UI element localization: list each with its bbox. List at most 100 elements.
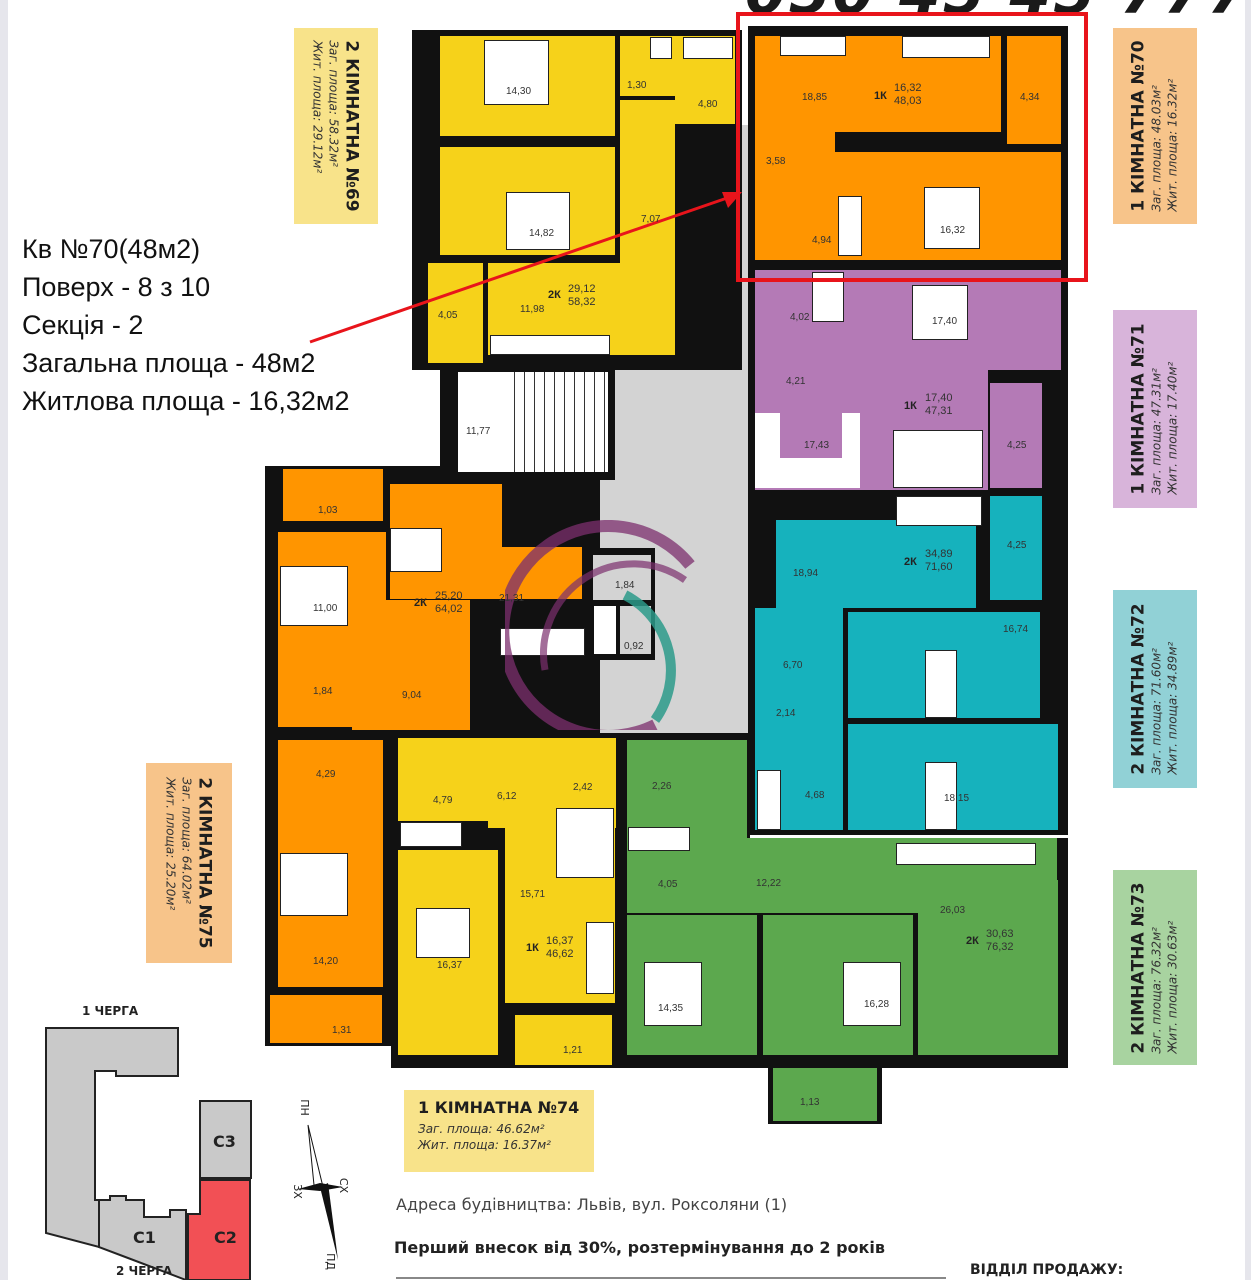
section-c3 xyxy=(199,1100,252,1179)
card-living-area: Жит. площа: 30.63м² xyxy=(1166,920,1180,1054)
card-apartment-69[interactable]: 2 КІМНАТНА №69 Заг. площа: 58.32м² Жит. … xyxy=(294,28,378,224)
card-total-area: Заг. площа: 58.32м² xyxy=(327,40,341,167)
apartment-type: 2К xyxy=(904,556,917,568)
card-apartment-70[interactable]: 1 КІМНАТНА №70 Заг. площа: 48.03м² Жит. … xyxy=(1113,28,1197,224)
card-title: 1 КІМНАТНА №71 xyxy=(1129,323,1149,495)
room-area: 11,00 xyxy=(313,603,338,614)
card-living-area: Жит. площа: 34.89м² xyxy=(1166,641,1180,775)
room-area: 1,84 xyxy=(313,686,333,697)
site-plan-map xyxy=(45,1027,252,1280)
card-apartment-75[interactable]: 2 КІМНАТНА №75 Заг. площа: 64.02м² Жит. … xyxy=(146,763,232,963)
card-apartment-74[interactable]: 1 КІМНАТНА №74 Заг. площа: 46.62м² Жит. … xyxy=(404,1090,594,1172)
card-total-area: Заг. площа: 46.62м² xyxy=(418,1122,545,1136)
info-line: Житлова площа - 16,32м2 xyxy=(22,386,350,416)
card-title: 2 КІМНАТНА №72 xyxy=(1129,603,1149,775)
room-area: 1,13 xyxy=(800,1097,820,1108)
section-label-c1[interactable]: C1 xyxy=(133,1228,156,1247)
section-label-c3[interactable]: C3 xyxy=(213,1132,236,1151)
room-area: 7,07 xyxy=(641,214,661,225)
room-area: 16,28 xyxy=(864,999,890,1010)
logo-watermark-icon xyxy=(505,520,695,730)
room-area: 6,70 xyxy=(783,660,803,671)
room-area: 1,03 xyxy=(318,505,338,516)
compass-east: СХ xyxy=(337,1177,351,1194)
construction-address: Адреса будівництва: Львів, вул. Роксолян… xyxy=(396,1195,788,1214)
room-area: 16,37 xyxy=(437,960,463,971)
room-area: 14,35 xyxy=(658,1003,684,1014)
info-line: Секція - 2 xyxy=(22,310,144,340)
room-area: 0,92 xyxy=(624,641,644,652)
room-area: 4,80 xyxy=(698,99,718,110)
room-area: 21,31 xyxy=(499,593,525,604)
card-living-area: Жит. площа: 29.12м² xyxy=(311,40,325,174)
room-area: 4,34 xyxy=(1020,92,1040,103)
room-area: 11,98 xyxy=(520,304,545,315)
payment-terms: Перший внесок від 30%, розтермінування д… xyxy=(394,1238,886,1257)
room-area: 4,25 xyxy=(1007,540,1027,551)
apartment-type: 2К xyxy=(548,289,561,301)
section-c1 xyxy=(98,1195,187,1280)
room-area: 4,68 xyxy=(805,790,825,801)
apartment-type: 2К xyxy=(414,597,427,609)
stage-1-label: 1 ЧЕРГА xyxy=(82,1004,139,1018)
card-living-area: Жит. площа: 25.20м² xyxy=(164,777,178,911)
room-area: 16,74 xyxy=(1003,624,1029,635)
apartment-type: 1К xyxy=(874,90,887,102)
card-title: 2 КІМНАТНА №69 xyxy=(342,40,362,212)
card-title: 1 КІМНАТНА №70 xyxy=(1129,40,1149,212)
room-area: 14,20 xyxy=(313,956,339,967)
card-apartment-72[interactable]: 2 КІМНАТНА №72 Заг. площа: 71.60м² Жит. … xyxy=(1113,590,1197,788)
room-area: 4,05 xyxy=(658,879,678,890)
card-apartment-73[interactable]: 2 КІМНАТНА №73 Заг. площа: 76.32м² Жит. … xyxy=(1113,870,1197,1065)
apartment-info-panel: Кв №70(48м2) Поверх - 8 з 10 Секція - 2 … xyxy=(22,230,349,420)
room-area: 12,22 xyxy=(756,878,782,889)
section-c2 xyxy=(187,1179,251,1280)
room-area: 1,84 xyxy=(615,580,635,591)
room-area: 15,71 xyxy=(520,889,546,900)
room-area: 4,94 xyxy=(812,235,832,246)
card-title: 2 КІМНАТНА №75 xyxy=(195,777,215,949)
room-area: 4,25 xyxy=(1007,440,1027,451)
compass-west: ЗХ xyxy=(290,1184,304,1199)
room-area: 1,21 xyxy=(563,1045,583,1056)
footer-divider xyxy=(396,1277,946,1279)
room-area: 18,94 xyxy=(793,568,819,579)
room-area: 4,29 xyxy=(316,769,336,780)
room-area: 2,26 xyxy=(652,781,672,792)
card-total-area: Заг. площа: 76.32м² xyxy=(1150,926,1164,1054)
left-edge xyxy=(0,0,8,1280)
section-label-c2[interactable]: C2 xyxy=(214,1228,237,1247)
room-area: 4,79 xyxy=(433,795,453,806)
card-living-area: Жит. площа: 16.32м² xyxy=(1166,78,1180,212)
room-area: 26,03 xyxy=(940,905,966,916)
room-area: 14,30 xyxy=(506,86,532,97)
room-area: 14,82 xyxy=(529,228,555,239)
card-total-area: Заг. площа: 64.02м² xyxy=(180,777,194,904)
room-area: 17,40 xyxy=(932,316,958,327)
site-plan: 1 ЧЕРГА C3 C1 C2 2 ЧЕРГА xyxy=(0,1000,360,1280)
apartment-type: 1К xyxy=(526,942,539,954)
room-area: 3,58 xyxy=(766,156,786,167)
room-area: 2,42 xyxy=(573,782,593,793)
room-area: 18,85 xyxy=(802,92,828,103)
card-living-area: Жит. площа: 17.40м² xyxy=(1166,361,1180,495)
pointer-arrow-icon xyxy=(309,192,742,344)
compass-rose-icon xyxy=(298,1124,343,1260)
room-area: 1,31 xyxy=(332,1025,352,1036)
right-edge xyxy=(1245,0,1251,1280)
card-living-area: Жит. площа: 16.37м² xyxy=(418,1138,551,1152)
info-line: Кв №70(48м2) xyxy=(22,234,201,264)
card-total-area: Заг. площа: 48.03м² xyxy=(1150,85,1164,212)
card-apartment-71[interactable]: 1 КІМНАТНА №71 Заг. площа: 47.31м² Жит. … xyxy=(1113,310,1197,508)
room-area: 17,43 xyxy=(804,440,830,451)
sales-department-label: ВІДДІЛ ПРОДАЖУ: xyxy=(970,1262,1124,1278)
room-area: 6,12 xyxy=(497,791,517,802)
room-area: 4,05 xyxy=(438,310,458,321)
info-line: Загальна площа - 48м2 xyxy=(22,348,316,378)
